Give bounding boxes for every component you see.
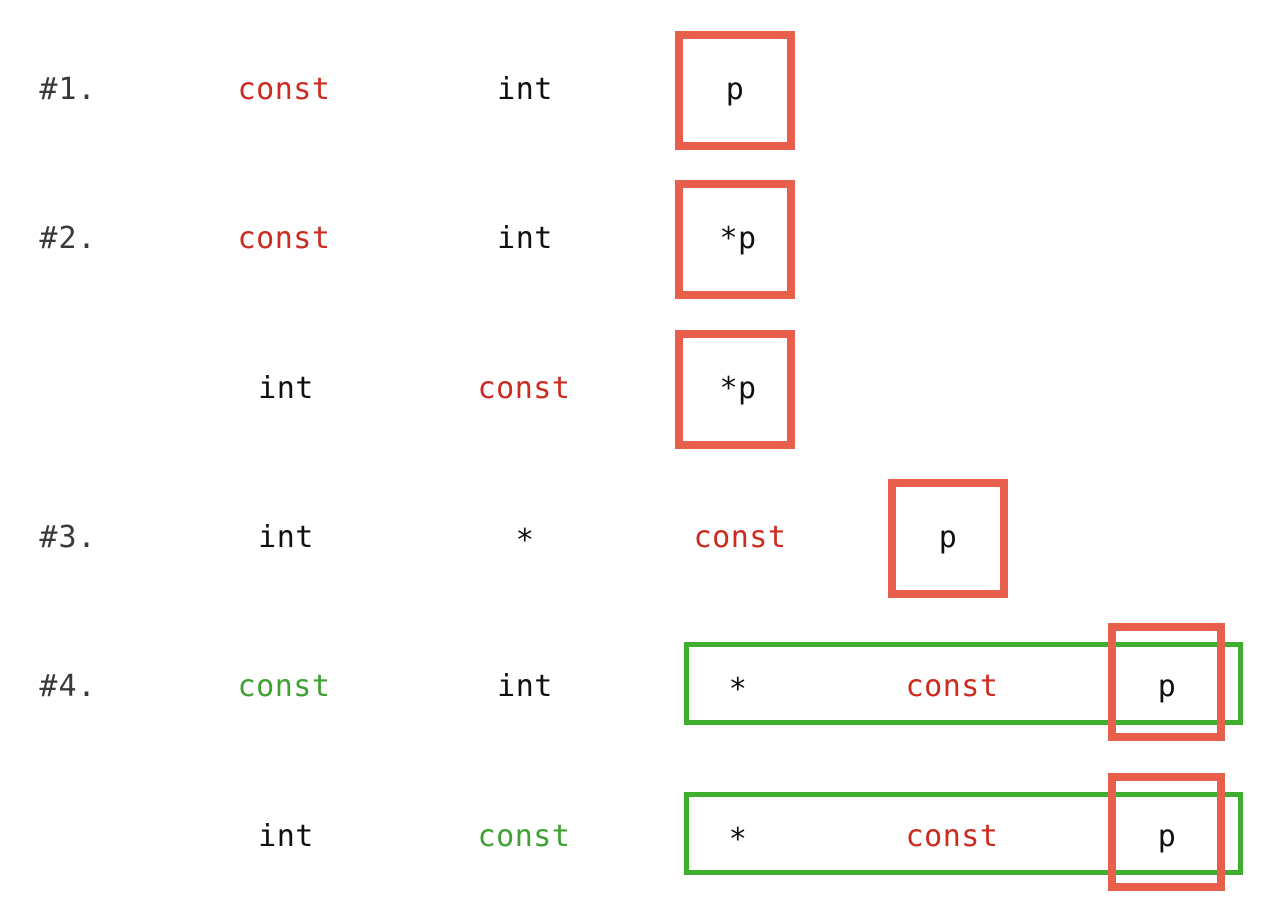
highlight-box-red-row6 (1108, 773, 1225, 891)
token-star-row4: * (515, 523, 535, 558)
highlight-box-red-row2 (675, 180, 795, 299)
highlight-box-red-row3 (675, 330, 795, 449)
token-starp-row3: *p (719, 371, 757, 406)
token-const-inner-row5: const (905, 669, 999, 704)
token-int-row1: int (497, 72, 553, 107)
token-const-row4: const (693, 520, 787, 555)
token-const-outer-row6: const (477, 819, 571, 854)
token-int-row5: int (497, 669, 553, 704)
highlight-box-green-row6 (684, 792, 1243, 875)
token-p-row6: p (1157, 819, 1177, 854)
highlight-box-red-row4 (888, 479, 1008, 598)
token-const-row1: const (237, 72, 331, 107)
token-p-row5: p (1157, 669, 1177, 704)
token-int-row2: int (497, 221, 553, 256)
row-label-5: #4. (39, 669, 97, 704)
token-const-row2: const (237, 221, 331, 256)
token-star-row5: * (728, 672, 748, 707)
token-int-row3: int (258, 371, 314, 406)
highlight-box-green-row5 (684, 642, 1243, 725)
token-int-row6: int (258, 819, 314, 854)
token-const-row3: const (477, 371, 571, 406)
token-p-row1: p (725, 72, 745, 107)
token-p-row4: p (938, 520, 958, 555)
highlight-box-red-row5 (1108, 623, 1225, 741)
row-label-1: #1. (39, 72, 97, 107)
highlight-box-red-row1 (675, 31, 795, 150)
row-label-2: #2. (39, 221, 97, 256)
token-int-row4: int (258, 520, 314, 555)
token-const-outer-row5: const (237, 669, 331, 704)
token-starp-row2: *p (719, 221, 757, 256)
token-const-inner-row6: const (905, 819, 999, 854)
token-star-row6: * (728, 822, 748, 857)
row-label-4: #3. (39, 520, 97, 555)
